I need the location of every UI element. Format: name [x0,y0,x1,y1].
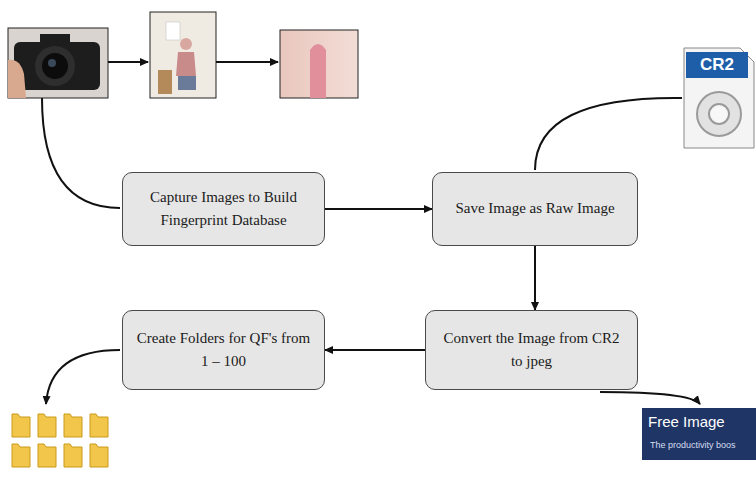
process-box: Capture Images to Build Fingerprint Data… [122,172,325,246]
flow-arrow [534,246,536,310]
logo-tagline: The productivity boos [650,440,736,450]
file-type-label: CR2 [686,52,748,78]
box-text: Create Folders for QF's from 1 – 100 [133,327,314,374]
logo-text: Free Image [648,413,725,430]
finger-photo [280,30,358,98]
process-box: Save Image as Raw Image [432,172,638,246]
process-box: Create Folders for QF's from 1 – 100 [122,310,325,390]
freeimage-logo [642,408,756,460]
cr2-file-icon [684,48,754,148]
camera-photo [8,28,108,98]
folder-icons [12,414,108,467]
box-text: Capture Images to Build Fingerprint Data… [133,186,314,233]
flow-arrow [325,208,432,210]
process-box: Convert the Image from CR2 to jpeg [425,310,638,390]
flow-arrow [325,349,425,351]
person-photo [150,12,216,98]
box-text: Save Image as Raw Image [455,197,614,220]
box-text: Convert the Image from CR2 to jpeg [436,327,627,374]
